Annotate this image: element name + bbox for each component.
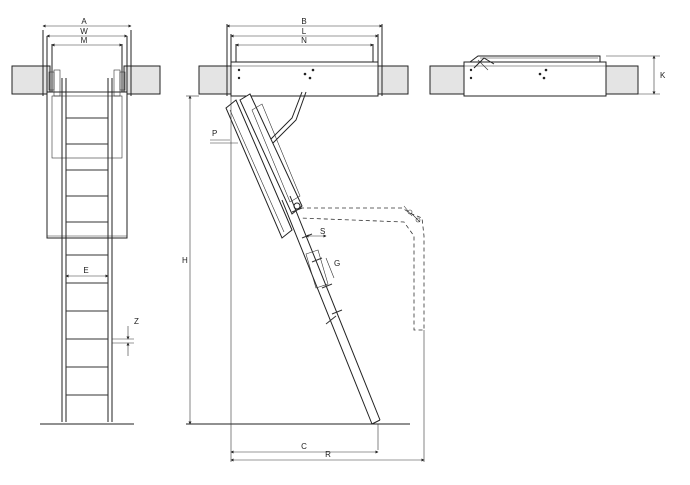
dim-label-e: E	[83, 266, 88, 275]
dim-label-h: H	[182, 256, 188, 265]
folded-hatch-box	[463, 61, 607, 97]
front-rungs	[66, 91, 108, 396]
dim-label-g: G	[334, 259, 340, 268]
dim-label-c: C	[301, 442, 307, 451]
dim-label-r: R	[325, 450, 331, 459]
side-ceiling-left	[198, 65, 232, 95]
side-ladder-stile	[281, 199, 373, 425]
dim-label-z: Z	[134, 317, 139, 326]
dim-label-n: N	[301, 36, 307, 45]
dim-label-k: K	[660, 71, 666, 80]
dim-label-l: L	[302, 27, 307, 36]
side-folding-section	[239, 93, 303, 215]
side-hatch-box	[230, 61, 379, 97]
folded-ceiling-right	[605, 65, 639, 95]
front-ceiling-left	[11, 65, 51, 95]
side-view: B L N	[182, 17, 425, 462]
folded-ceiling-left	[429, 65, 465, 95]
front-ceiling-right	[123, 65, 161, 95]
front-view: A W M E Z	[11, 17, 161, 425]
side-hatch-door	[225, 99, 293, 239]
dim-label-a: A	[81, 17, 87, 26]
folded-ladder	[468, 55, 601, 63]
folded-view: K	[429, 55, 666, 97]
side-ceiling-right	[377, 65, 409, 95]
dim-label-p: P	[212, 129, 217, 138]
swing-envelope	[299, 207, 425, 331]
dim-label-w: W	[80, 27, 88, 36]
front-hatch-inner	[51, 95, 123, 159]
dim-label-s: S	[320, 227, 325, 236]
front-hatch-box	[46, 91, 128, 239]
dim-label-m: M	[81, 36, 88, 45]
dim-label-b: B	[301, 17, 306, 26]
